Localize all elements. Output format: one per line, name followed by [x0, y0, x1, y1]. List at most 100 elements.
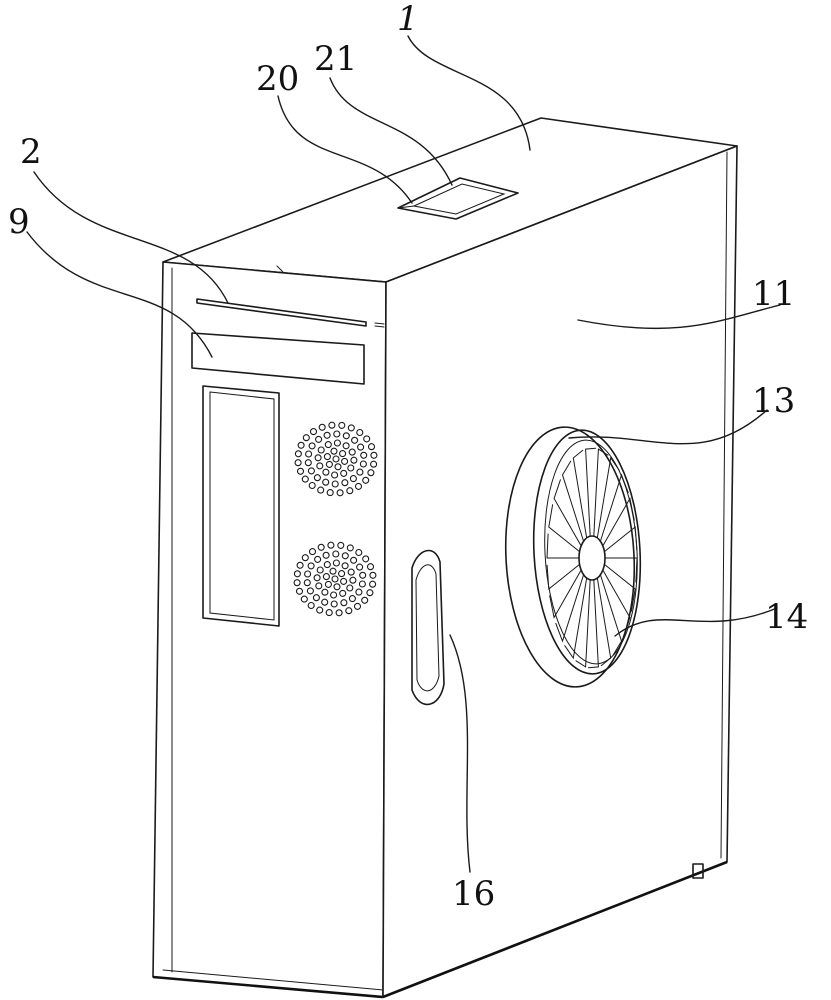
grille-hole [313, 574, 321, 582]
grille-hole [323, 561, 331, 569]
grille-hole [315, 435, 323, 443]
fan-blade [575, 577, 591, 668]
tall-bay-opening [202, 385, 280, 627]
fan-blade [546, 533, 581, 559]
fan-blade [599, 473, 629, 544]
grille-hole [345, 607, 353, 615]
fan-blades [546, 447, 638, 669]
grille-hole [304, 570, 312, 578]
label-20: 20 [256, 59, 299, 99]
grille-hole [339, 589, 347, 597]
grille-hole [321, 598, 329, 606]
grille-hole [314, 555, 322, 563]
grille-hole [332, 550, 340, 558]
grille-hole [333, 583, 341, 591]
grille-hole [294, 450, 302, 458]
label-13: 13 [752, 381, 795, 421]
grille-hole [356, 428, 364, 437]
label-14: 14 [765, 597, 808, 637]
label-1: 1 [397, 0, 419, 39]
fan-hub [578, 535, 606, 581]
grille-hole [341, 479, 349, 487]
leader-lines [26, 35, 781, 873]
grille-hole [359, 460, 367, 468]
grille-hole [354, 482, 363, 490]
grille-hole [336, 489, 344, 497]
grille-hole [348, 595, 356, 603]
side-handle-recess [411, 549, 445, 706]
fan-blade [561, 460, 585, 544]
leader-16 [449, 634, 471, 873]
label-2: 2 [20, 132, 42, 172]
grille-hole [351, 436, 359, 444]
grille-hole [370, 460, 378, 468]
grille-hole [361, 596, 369, 604]
label-11: 11 [752, 274, 795, 314]
grille-hole [339, 450, 347, 458]
grille-hole [367, 469, 375, 477]
grille-hole [304, 459, 312, 467]
grille-hole [367, 443, 376, 451]
grille-hole [305, 450, 313, 458]
grille-hole [357, 443, 365, 451]
grille-hole [331, 471, 339, 479]
grille-hole [325, 609, 333, 617]
grille-hole [317, 486, 325, 494]
grille-hole [326, 489, 334, 497]
leader-9 [26, 231, 213, 358]
grille-hole [333, 439, 341, 447]
grille-hole [359, 571, 367, 579]
grille-hole [307, 601, 315, 610]
grille-hole [355, 548, 363, 557]
grille-hole [324, 441, 332, 449]
fan-blade [603, 557, 638, 583]
grille-hole [362, 555, 370, 563]
speaker-grille-bottom [293, 541, 377, 617]
leader-14 [614, 607, 778, 637]
grille-hole [306, 587, 314, 595]
grille-hole [346, 584, 354, 592]
grille-hole [340, 599, 348, 607]
grille-hole [329, 567, 337, 575]
grille-hole [333, 430, 341, 438]
grille-hole [334, 463, 342, 471]
drive-slot [196, 298, 385, 328]
grille-hole [330, 600, 338, 608]
grille-hole [295, 587, 304, 595]
grille-hole [358, 580, 366, 588]
fan-blade [601, 497, 635, 548]
fan-blade [549, 568, 583, 619]
grille-hole [349, 475, 357, 483]
grille-hole [347, 424, 355, 432]
fan-blade [585, 447, 596, 539]
grille-hole [322, 573, 330, 581]
grille-hole [323, 453, 331, 461]
grille-hole [307, 467, 315, 475]
grille-hole [317, 543, 325, 551]
grille-hole [341, 457, 349, 465]
grille-hole [301, 554, 309, 562]
grille-hole [330, 591, 338, 599]
leader-11 [577, 304, 781, 330]
fan-blade [596, 575, 612, 667]
grille-hole [340, 469, 348, 477]
grille-hole [317, 446, 325, 454]
fan-blade [553, 479, 583, 548]
grille-hole [294, 459, 302, 467]
grille-hole [321, 588, 329, 596]
fan-blade [603, 526, 638, 553]
grille-hole [356, 563, 364, 571]
grille-hole [325, 460, 333, 468]
grille-hole [331, 480, 339, 488]
grille-hole [330, 447, 338, 455]
grille-hole [323, 431, 331, 439]
grille-hole [331, 575, 339, 583]
fan-blade [603, 563, 636, 612]
grille-hole [297, 441, 305, 449]
grille-hole [338, 421, 346, 429]
grille-hole [356, 468, 364, 476]
leader-1 [407, 35, 531, 151]
grille-hole [302, 434, 310, 442]
grille-hole [342, 442, 350, 450]
grille-hole [293, 570, 301, 578]
